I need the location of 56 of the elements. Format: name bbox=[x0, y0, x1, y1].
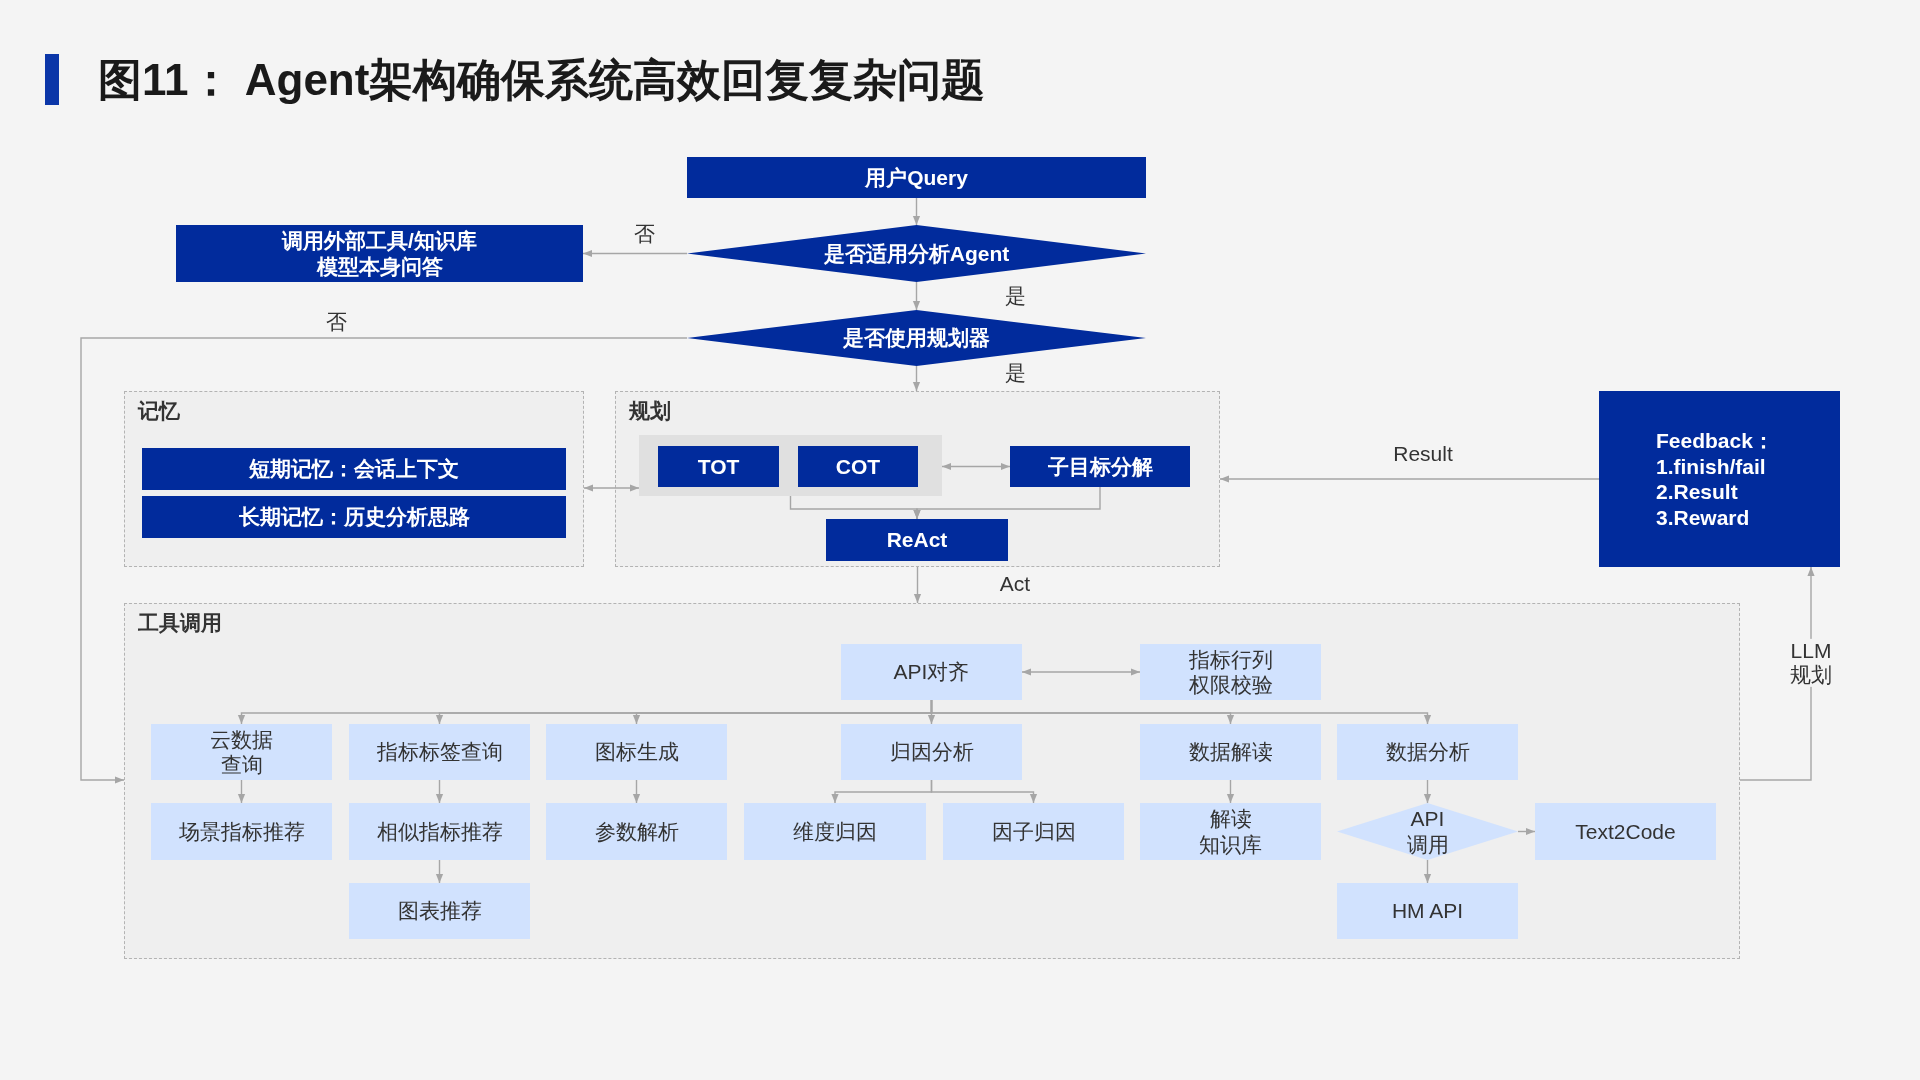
arrow bbox=[1517, 827, 1536, 836]
grouping-box bbox=[639, 435, 942, 496]
group-title: 工具调用 bbox=[138, 610, 222, 636]
process-box: 归因分析 bbox=[841, 724, 1022, 780]
process-box: 数据解读 bbox=[1140, 724, 1321, 780]
arrow bbox=[1423, 859, 1432, 884]
arrow bbox=[435, 859, 444, 884]
arrow bbox=[435, 779, 444, 804]
process-box: 数据分析 bbox=[1337, 724, 1518, 780]
process-box: 因子归因 bbox=[943, 803, 1124, 860]
process-box: HM API bbox=[1337, 883, 1518, 939]
process-box: API对齐 bbox=[841, 644, 1022, 700]
group-title: 记忆 bbox=[138, 398, 180, 424]
double-arrow bbox=[583, 484, 640, 492]
feedback-box: Feedback： 1.finish/fail 2.Result 3.Reward bbox=[1599, 391, 1840, 567]
arrow bbox=[912, 281, 921, 311]
arrow bbox=[632, 779, 641, 804]
process-box: 云数据查询 bbox=[151, 724, 332, 780]
arrow bbox=[1423, 779, 1432, 804]
process-box: 相似指标推荐 bbox=[349, 803, 530, 860]
decision-diamond: 是否适用分析Agent bbox=[687, 225, 1146, 282]
double-arrow bbox=[941, 462, 1011, 471]
process-box: TOT bbox=[658, 446, 779, 487]
process-box: 子目标分解 bbox=[1010, 446, 1190, 487]
process-box: 图标生成 bbox=[546, 724, 727, 780]
diagram-title: 图11： Agent架构确保系统高效回复复杂问题 bbox=[98, 54, 986, 106]
arrow bbox=[1219, 475, 1600, 483]
process-box: 图表推荐 bbox=[349, 883, 530, 939]
arrow bbox=[913, 566, 922, 604]
process-box: 解读知识库 bbox=[1140, 803, 1321, 860]
process-box: 指标行列权限校验 bbox=[1140, 644, 1321, 700]
dashed-group-box bbox=[124, 391, 584, 567]
dashed-group-box bbox=[615, 391, 1220, 567]
arrow bbox=[237, 779, 246, 804]
process-box: Text2Code bbox=[1535, 803, 1716, 860]
process-box: 维度归因 bbox=[744, 803, 926, 860]
process-box: 指标标签查询 bbox=[349, 724, 530, 780]
process-box: COT bbox=[798, 446, 918, 487]
process-box: 长期记忆：历史分析思路 bbox=[142, 496, 566, 538]
arrow bbox=[1226, 779, 1235, 804]
process-box: 调用外部工具/知识库 模型本身问答 bbox=[176, 225, 583, 282]
arrow bbox=[80, 337, 688, 784]
arrow bbox=[582, 249, 688, 258]
double-arrow bbox=[1021, 668, 1141, 676]
process-box: 场景指标推荐 bbox=[151, 803, 332, 860]
process-box: 参数解析 bbox=[546, 803, 727, 860]
decision-diamond: API调用 bbox=[1337, 803, 1518, 860]
arrow bbox=[912, 365, 921, 392]
process-box: 用户Query bbox=[687, 157, 1146, 198]
arrow bbox=[912, 197, 921, 226]
process-box: 短期记忆：会话上下文 bbox=[142, 448, 566, 490]
dashed-group-box bbox=[124, 603, 1740, 959]
group-title: 规划 bbox=[629, 398, 671, 424]
process-box: ReAct bbox=[826, 519, 1008, 561]
arrow bbox=[913, 486, 1101, 520]
arrow bbox=[930, 779, 1038, 804]
